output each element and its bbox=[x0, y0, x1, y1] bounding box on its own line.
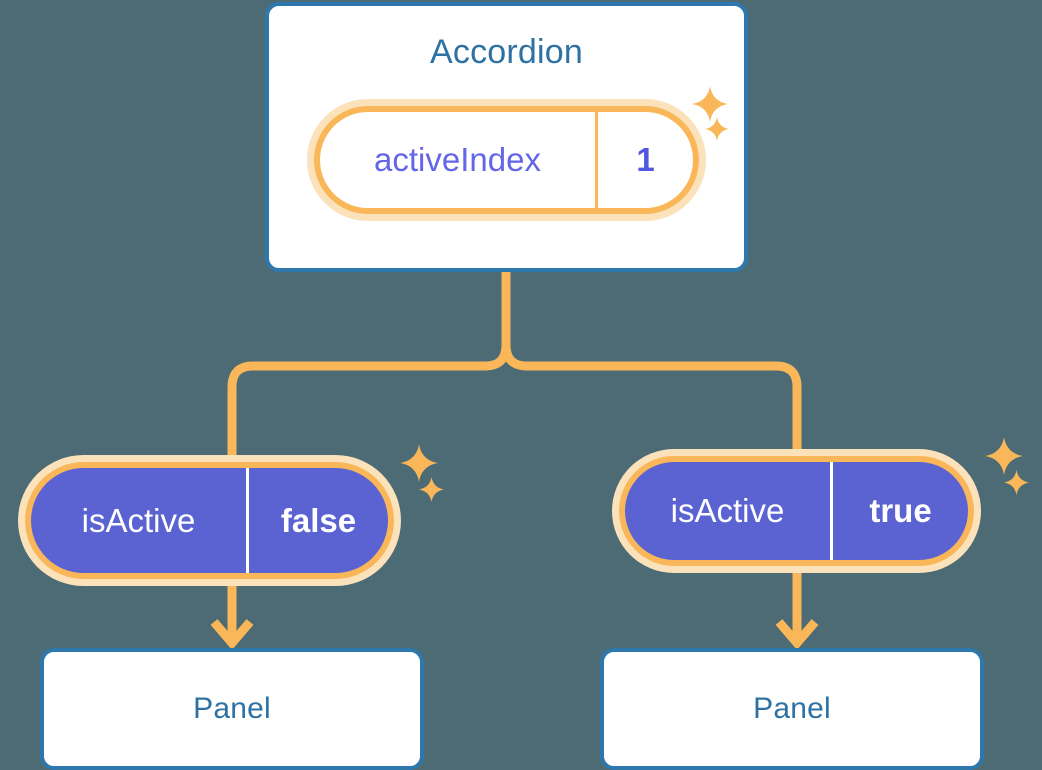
pill-key-activeindex: activeIndex bbox=[374, 141, 541, 178]
sparkle-small-icon bbox=[1004, 470, 1029, 495]
sparkle-small-icon bbox=[419, 477, 444, 502]
pill-value-isactive-right: true bbox=[830, 462, 968, 560]
page-title: Accordion bbox=[430, 33, 583, 71]
state-pill-activeindex[interactable]: activeIndex 1 bbox=[307, 99, 706, 221]
branch-connector-right bbox=[501, 340, 802, 454]
pill-ring: activeIndex 1 bbox=[314, 106, 699, 214]
panel-title-left: Panel bbox=[193, 692, 271, 725]
sparkle-large-icon bbox=[985, 437, 1023, 475]
pill-ring: isActive true bbox=[619, 456, 974, 566]
arrow-down-icon-right bbox=[775, 619, 819, 650]
pill-key-isactive-left: isActive bbox=[81, 501, 196, 539]
state-pill-isactive-false[interactable]: isActive false bbox=[18, 455, 401, 586]
pill-body: isActive true bbox=[625, 462, 968, 560]
sparkle-large-icon bbox=[400, 444, 438, 482]
pill-value-isactive-left: false bbox=[246, 468, 388, 573]
branch-connector-left bbox=[227, 340, 511, 460]
state-pill-isactive-true[interactable]: isActive true bbox=[612, 449, 981, 573]
pill-body: activeIndex 1 bbox=[320, 112, 693, 208]
pill-key-isactive-right: isActive bbox=[670, 492, 785, 529]
panel-title-right: Panel bbox=[753, 692, 831, 725]
arrow-down-icon-left bbox=[210, 619, 254, 650]
node-panel-right[interactable]: Panel bbox=[600, 648, 984, 770]
node-panel-left[interactable]: Panel bbox=[40, 648, 424, 770]
pill-value-activeindex: 1 bbox=[595, 112, 693, 208]
pill-body: isActive false bbox=[31, 468, 388, 573]
pill-ring: isActive false bbox=[25, 462, 394, 579]
